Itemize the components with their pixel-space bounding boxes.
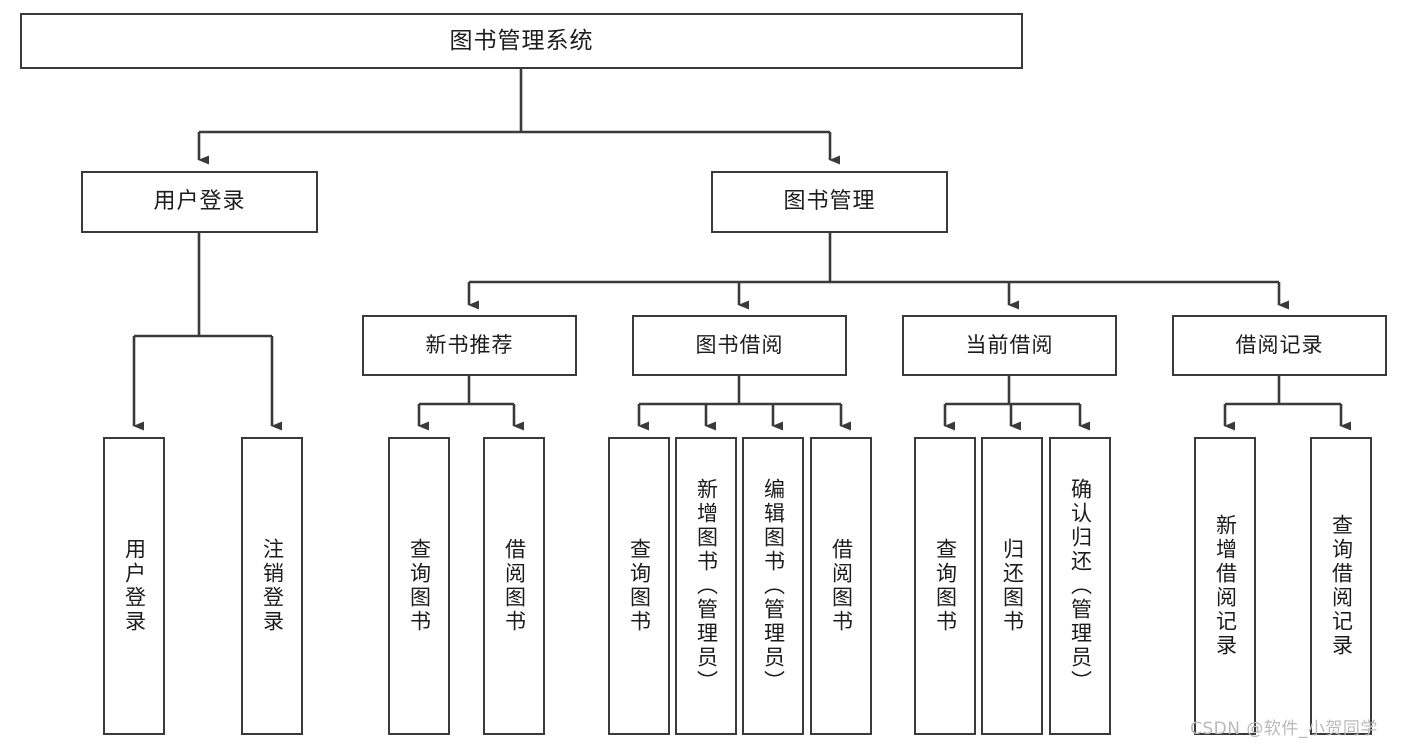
leaf-label: 借阅图书 [829, 538, 854, 634]
leaf-borrow-record-add[interactable]: 新增借阅记录 [1194, 437, 1256, 735]
node-book-management-label: 图书管理 [783, 189, 876, 215]
leaf-book-borrow-add[interactable]: 新增图书（管理员） [675, 437, 737, 735]
leaf-book-borrow-query[interactable]: 查询图书 [608, 437, 670, 735]
leaf-label: 查询借阅记录 [1329, 514, 1354, 658]
leaf-current-borrow-query[interactable]: 查询图书 [914, 437, 976, 735]
leaf-borrow-record-query[interactable]: 查询借阅记录 [1310, 437, 1372, 735]
node-borrow-record[interactable]: 借阅记录 [1172, 315, 1387, 376]
node-book-borrow[interactable]: 图书借阅 [632, 315, 847, 376]
leaf-label: 注销登录 [260, 538, 285, 634]
leaf-label: 查询图书 [933, 538, 958, 634]
leaf-label: 查询图书 [627, 538, 652, 634]
leaf-label: 查询图书 [407, 538, 432, 634]
leaf-current-borrow-return[interactable]: 归还图书 [981, 437, 1043, 735]
node-new-book-recommend-label: 新书推荐 [425, 333, 514, 358]
leaf-label: 用户登录 [122, 538, 147, 634]
node-user-login-label: 用户登录 [153, 189, 246, 215]
leaf-new-book-borrow[interactable]: 借阅图书 [483, 437, 545, 735]
leaf-current-borrow-confirm-return[interactable]: 确认归还（管理员） [1049, 437, 1111, 735]
node-current-borrow-label: 当前借阅 [965, 333, 1054, 358]
node-new-book-recommend[interactable]: 新书推荐 [362, 315, 577, 376]
leaf-label: 借阅图书 [502, 538, 527, 634]
leaf-book-borrow-borrow[interactable]: 借阅图书 [810, 437, 872, 735]
node-root-system[interactable]: 图书管理系统 [20, 13, 1023, 69]
node-user-login[interactable]: 用户登录 [81, 171, 318, 233]
leaf-label: 新增图书（管理员） [694, 478, 719, 694]
leaf-label: 新增借阅记录 [1213, 514, 1238, 658]
leaf-user-login-signin[interactable]: 用户登录 [103, 437, 165, 735]
csdn-watermark: CSDN @软件_小贺同学 [1190, 719, 1378, 739]
leaf-new-book-query[interactable]: 查询图书 [388, 437, 450, 735]
leaf-label: 确认归还（管理员） [1068, 478, 1093, 694]
node-borrow-record-label: 借阅记录 [1235, 333, 1324, 358]
leaf-user-login-signout[interactable]: 注销登录 [241, 437, 303, 735]
node-root-label: 图书管理系统 [449, 27, 594, 54]
node-book-management[interactable]: 图书管理 [711, 171, 948, 233]
leaf-label: 归还图书 [1000, 538, 1025, 634]
node-book-borrow-label: 图书借阅 [695, 333, 784, 358]
leaf-book-borrow-edit[interactable]: 编辑图书（管理员） [742, 437, 804, 735]
leaf-label: 编辑图书（管理员） [761, 478, 786, 694]
node-current-borrow[interactable]: 当前借阅 [902, 315, 1117, 376]
